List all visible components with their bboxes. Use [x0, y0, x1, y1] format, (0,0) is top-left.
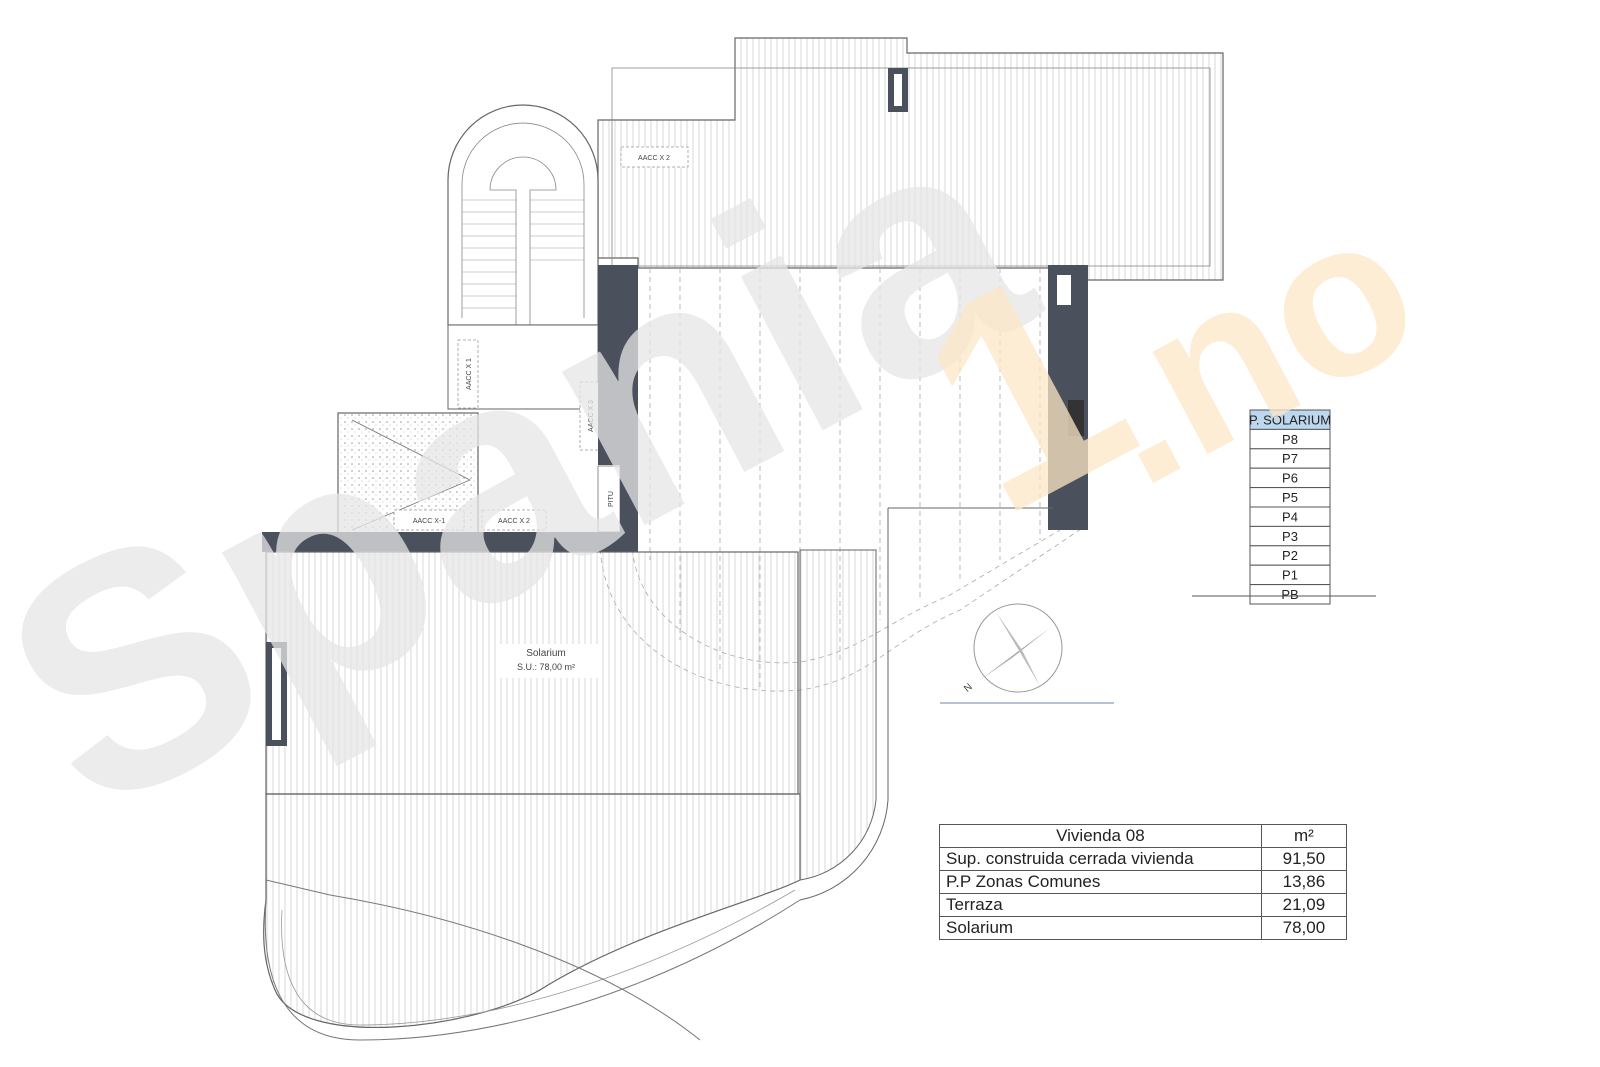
- upper-terrace-inner: [611, 67, 1211, 267]
- floor-cell-box: [1249, 584, 1331, 605]
- floor-label: P5: [1282, 490, 1298, 505]
- row-label: P.P Zonas Comunes: [939, 870, 1262, 894]
- floor-label: P. SOLARIUM: [1249, 412, 1331, 427]
- ac-unit-box-x1: [393, 509, 465, 531]
- side-stair-border: [799, 507, 1053, 901]
- ac-unit-box-3: [579, 381, 601, 451]
- wall-horizontal: [262, 532, 638, 552]
- stair-core: [489, 156, 557, 326]
- row-value: 13,86: [1260, 870, 1348, 894]
- floor-label: P4: [1282, 509, 1298, 524]
- row-label: Solarium: [939, 916, 1262, 940]
- area-table: Vivienda 08 m² Sup. construida cerrada v…: [939, 824, 1348, 940]
- ac-unit-box-top: [620, 146, 689, 168]
- lift-shaft-diagonals: [351, 419, 471, 531]
- area-table-title: Vivienda 08: [939, 824, 1262, 848]
- wall-vertical-left: [598, 265, 638, 465]
- stair-steps: [462, 199, 584, 309]
- chimney-right-vent: [1068, 400, 1084, 436]
- ac-label-3: AACC X 3: [588, 400, 595, 432]
- ac-label-1: AACC X 1: [466, 358, 473, 390]
- row-label: Terraza: [939, 893, 1262, 917]
- floor-label: P2: [1282, 548, 1298, 563]
- area-table-unit: m²: [1260, 824, 1348, 848]
- lower-terrace-sweep: [329, 894, 701, 1041]
- row-value: 78,00: [1260, 916, 1348, 940]
- solarium-label-bg: [498, 644, 602, 678]
- wall-vertical-right: [1048, 265, 1088, 530]
- floor-label: PB: [1281, 587, 1298, 602]
- upper-terrace: [597, 37, 1224, 526]
- table-row: Terraza 21,09: [939, 893, 1348, 917]
- row-value: 91,50: [1260, 847, 1348, 871]
- stair-tower: [447, 104, 599, 326]
- north-label: N: [962, 682, 975, 695]
- floor-label: P8: [1282, 432, 1298, 447]
- floor-label: P6: [1282, 471, 1298, 486]
- table-row: Solarium 78,00: [939, 916, 1348, 940]
- ac-label-top: AACC X 2: [638, 155, 670, 162]
- row-label: Sup. construida cerrada vivienda: [939, 847, 1262, 871]
- pitu-label: PITU: [608, 491, 615, 507]
- table-row: Sup. construida cerrada vivienda 91,50: [939, 847, 1348, 871]
- ac-label-x1: AACC X-1: [413, 518, 445, 525]
- lower-terrace-curve-outer: [264, 899, 801, 1041]
- area-table-header: Vivienda 08 m²: [939, 824, 1348, 848]
- lower-terrace-curve-inner: [281, 889, 796, 1026]
- lower-terrace: [263, 793, 801, 1028]
- chimney-right-hole: [1057, 275, 1071, 305]
- ac-label-x2: AACC X 2: [498, 518, 530, 525]
- solarium-chimney-hole: [272, 648, 281, 740]
- floor-label: P7: [1282, 451, 1298, 466]
- lower-terrace-edge: [265, 879, 331, 896]
- row-value: 21,09: [1260, 893, 1348, 917]
- stair-tower-inner: [461, 122, 585, 318]
- ac-unit-box-x2: [481, 509, 547, 531]
- wall-vertical-lower: [620, 465, 638, 552]
- ac-unit-box-1: [457, 339, 479, 409]
- room-label: Solarium: [526, 648, 565, 659]
- floor-label: P1: [1282, 568, 1298, 583]
- chimney-top-hole: [894, 74, 902, 106]
- compass: N: [940, 603, 1114, 704]
- side-stair: [799, 549, 877, 881]
- room-area-label: S.U.: 78,00 m²: [517, 662, 575, 672]
- table-row: P.P Zonas Comunes 13,86: [939, 870, 1348, 894]
- floor-label: P3: [1282, 529, 1298, 544]
